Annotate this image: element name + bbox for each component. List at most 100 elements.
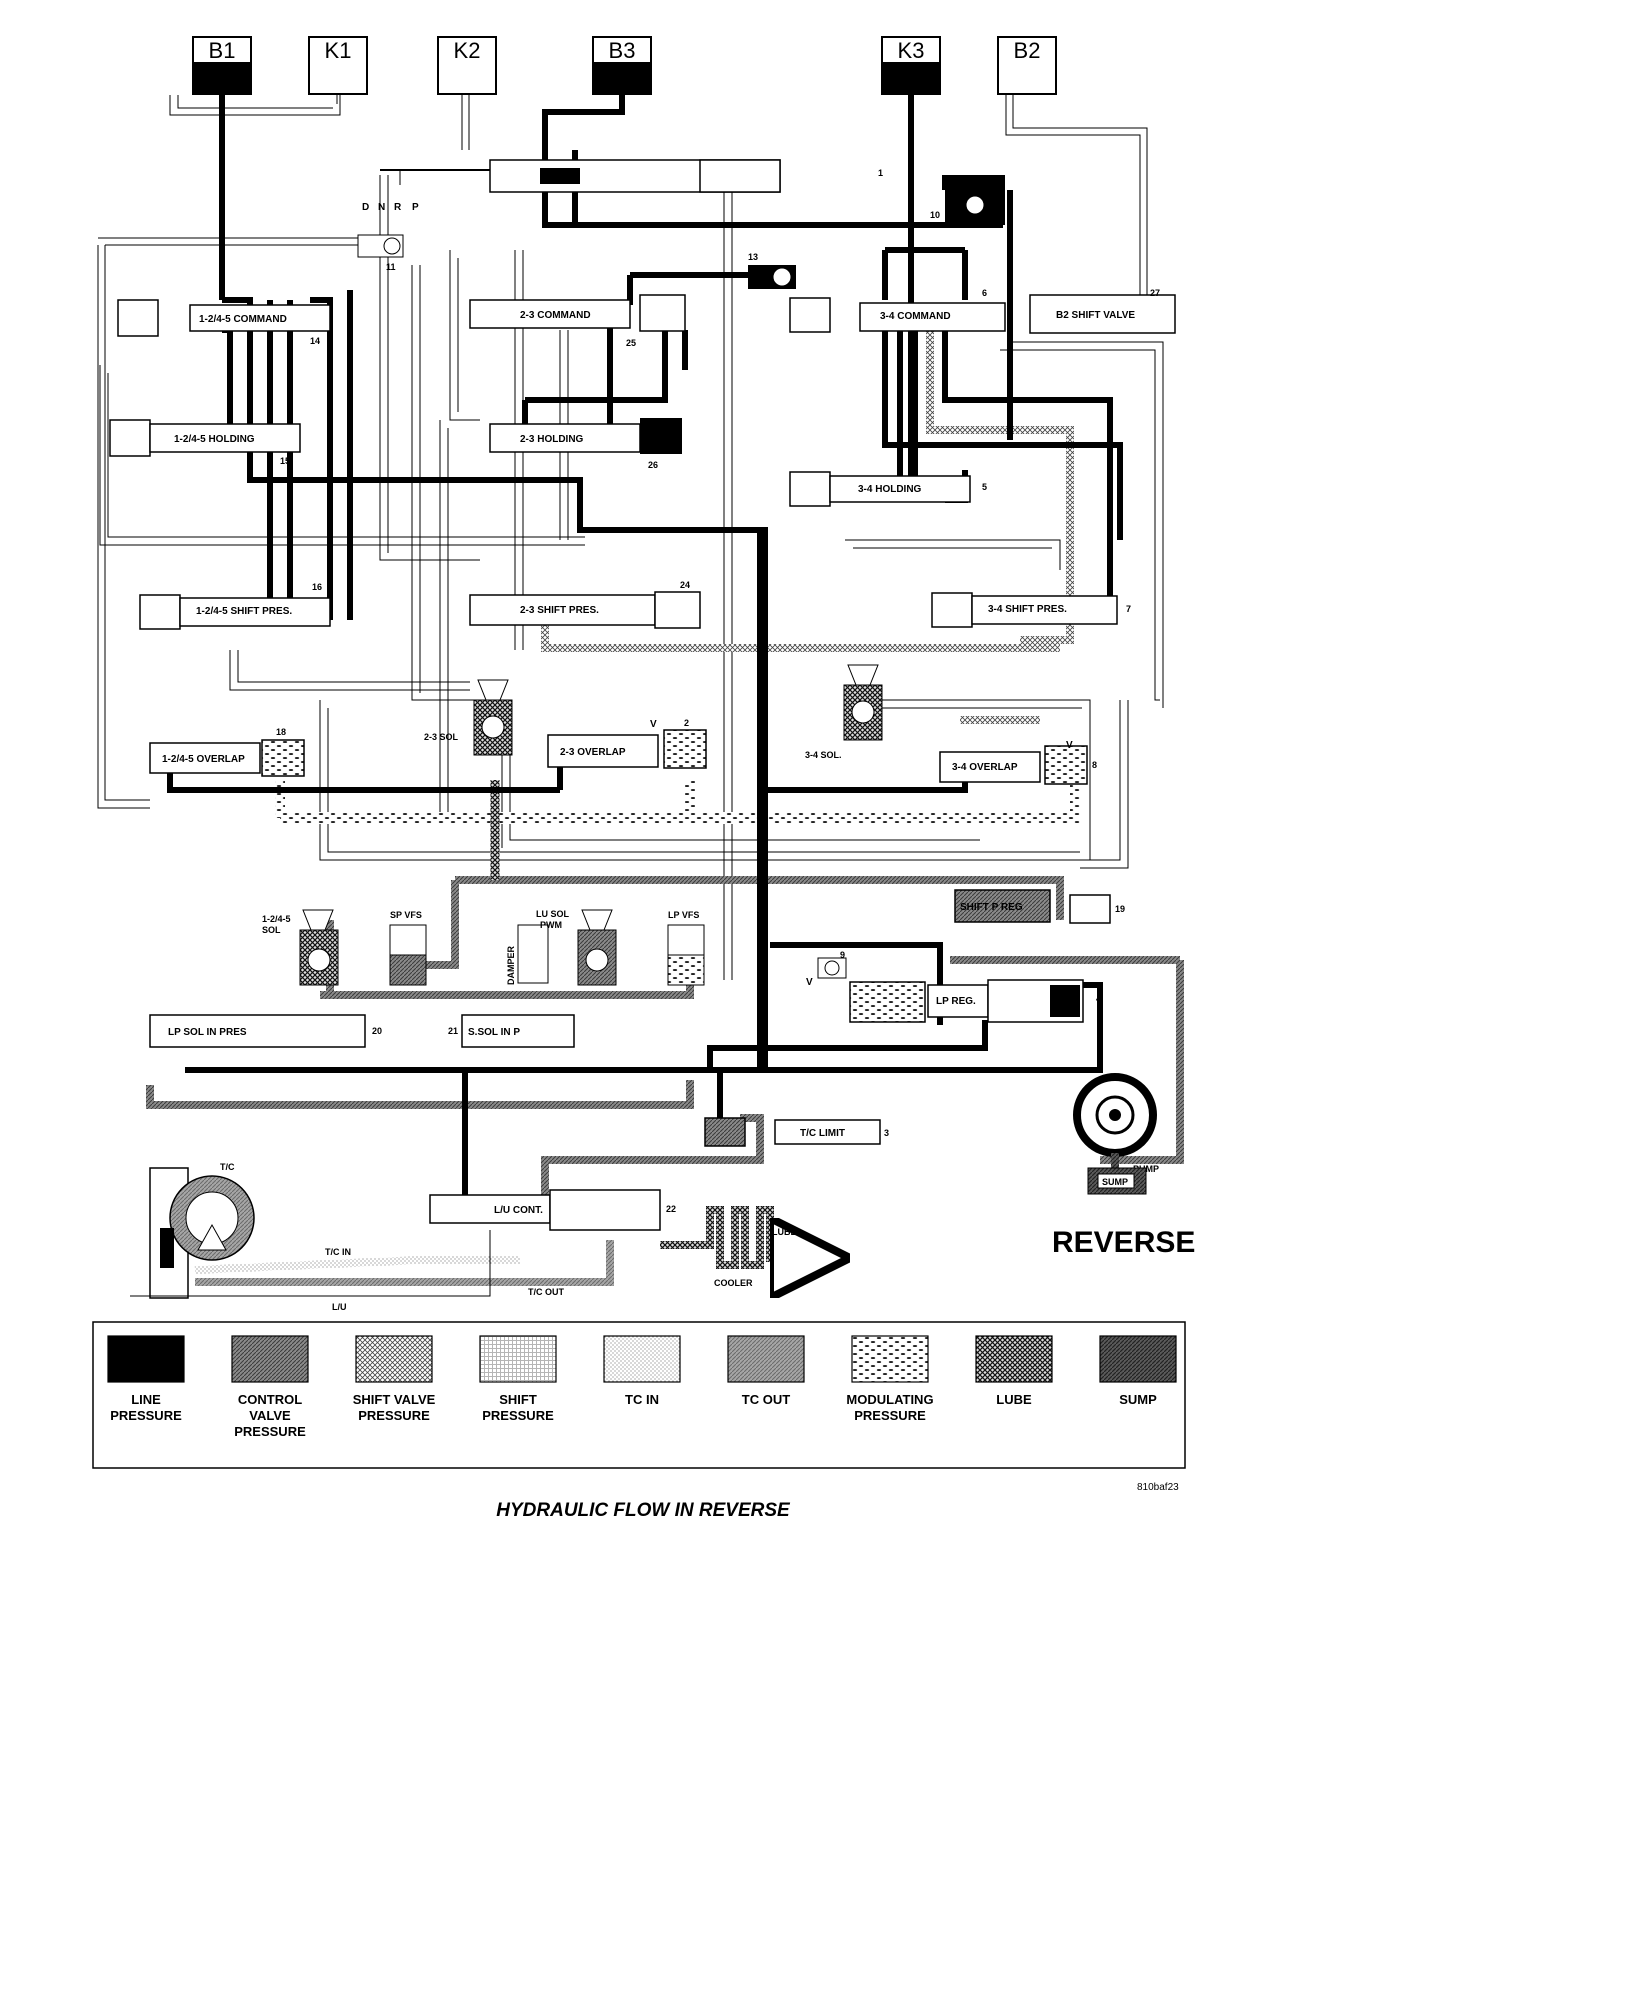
clutch-b1: B1: [192, 36, 252, 95]
valve-34-command-label: 3-4 COMMAND: [880, 311, 951, 322]
diagram-caption: HYDRAULIC FLOW IN REVERSE: [496, 1500, 791, 1521]
legend-label-modulating-pressure: PRESSURE: [854, 1408, 926, 1423]
check-balls: 10 11 13 9: [357, 175, 1005, 979]
solenoid-3-4-label: 3-4 SOL.: [805, 750, 842, 760]
vent-markers: V V V: [650, 719, 1073, 988]
shift-valve-pressure-passages: [541, 330, 1074, 724]
torque-converter: T/C T/C IN T/C OUT L/U: [130, 1162, 614, 1312]
check-ball-11-number: 11: [386, 262, 396, 272]
manual-pos-r: R: [394, 202, 402, 213]
solenoid-lp-vfs-label: LP VFS: [668, 910, 699, 920]
legend-label-control-valve-pressure: PRESSURE: [234, 1424, 306, 1439]
lube-label: LUBE: [772, 1227, 797, 1237]
clutch-b2: B2: [997, 36, 1057, 95]
valve-1245-holding-number: 15: [280, 456, 290, 466]
clutch-k3: K3: [881, 36, 941, 95]
valve-1245-shift-pres-number: 16: [312, 582, 322, 592]
valve-1245-command: 1-2/4-5 COMMAND 14: [117, 299, 331, 346]
valve-1245-command-number: 14: [310, 336, 320, 346]
valve-23-holding-number: 26: [648, 460, 658, 470]
sump: SUMP: [1087, 1153, 1147, 1195]
check-ball-10-number: 10: [930, 210, 940, 220]
lu-label: L/U: [332, 1302, 347, 1312]
check-ball-1-number: 1: [878, 168, 883, 178]
valve-lp-sol-in-pres-label: LP SOL IN PRES: [168, 1027, 247, 1038]
valve-34-overlap: 3-4 OVERLAP 8: [939, 745, 1097, 785]
legend-swatch-control-valve-pressure: [231, 1335, 309, 1383]
figure-id: 810baf23: [1137, 1482, 1179, 1493]
valve-23-overlap-label: 2-3 OVERLAP: [560, 747, 626, 758]
valve-tc-limit: T/C LIMIT 3: [704, 1117, 889, 1147]
manual-pos-n: N: [378, 202, 385, 213]
valve-34-shift-pres: 3-4 SHIFT PRES. 7: [931, 592, 1131, 628]
solenoid-sp-vfs-label: SP VFS: [390, 910, 422, 920]
pump: PUMP: [1073, 1073, 1159, 1174]
valve-23-command-label: 2-3 COMMAND: [520, 310, 591, 321]
valve-lu-cont-number: 22: [666, 1204, 676, 1214]
clutch-b3: B3: [592, 36, 652, 95]
solenoid-sp-vfs: SP VFS: [389, 910, 427, 986]
solenoid-2-3-label: 2-3 SOL: [424, 732, 459, 742]
valve-1245-overlap-number: 18: [276, 727, 286, 737]
legend-swatch-tc-out: [727, 1335, 805, 1383]
legend-label-control-valve-pressure: VALVE: [249, 1408, 291, 1423]
valve-34-shift-pres-number: 7: [1126, 604, 1131, 614]
clutch-b3-label: B3: [609, 38, 636, 63]
valve-34-holding: 3-4 HOLDING 5: [789, 471, 987, 507]
valve-lp-reg-label: LP REG.: [936, 996, 976, 1007]
legend-label-line-pressure: PRESSURE: [110, 1408, 182, 1423]
valve-lp-reg: LP REG. 4: [849, 979, 1101, 1023]
modulating-pressure-passages: [275, 780, 1080, 824]
legend-label-sump: SUMP: [1119, 1392, 1157, 1407]
clutch-group: B1 K1 K2 B3 K3 B2: [192, 36, 1057, 95]
valve-1245-overlap-label: 1-2/4-5 OVERLAP: [162, 754, 245, 765]
clutch-b1-label: B1: [209, 38, 236, 63]
valve-bodies: D N R P 1 1-2/4-5 COMMAND 14 2-3 COMMAND…: [109, 159, 1176, 1231]
solenoid-1245-label-line1: 1-2/4-5: [262, 914, 291, 924]
legend-swatch-lube: [975, 1335, 1053, 1383]
valve-lp-reg-number: 4: [1096, 994, 1101, 1004]
check-ball-13-number: 13: [748, 252, 758, 262]
mode-title: REVERSE: [1052, 1226, 1195, 1259]
valve-23-overlap-number: 2: [684, 718, 689, 728]
clutch-k2: K2: [437, 36, 497, 95]
legend-label-tc-in: TC IN: [625, 1392, 659, 1407]
solenoid-lu-pwm: LU SOL PWM DAMPER: [506, 909, 570, 985]
check-ball-10: 10: [930, 175, 1005, 225]
valve-23-overlap: 2-3 OVERLAP 2: [547, 718, 707, 769]
valve-1245-overlap: 1-2/4-5 OVERLAP 18: [149, 727, 305, 777]
valve-34-command-number: 6: [982, 288, 987, 298]
valve-1245-shift-pres-label: 1-2/4-5 SHIFT PRES.: [196, 606, 292, 617]
legend-swatch-modulating-pressure: [851, 1335, 929, 1383]
manual-pos-d: D: [362, 202, 369, 213]
legend-swatch-shift-valve-pressure: [355, 1335, 433, 1383]
solenoid-lu-label-line1: LU SOL: [536, 909, 570, 919]
valve-23-shift-pres-number: 24: [680, 580, 690, 590]
legend-label-shift-valve-pressure: SHIFT VALVE: [353, 1392, 436, 1407]
valve-lu-cont-label: L/U CONT.: [494, 1205, 543, 1216]
valve-34-overlap-label: 3-4 OVERLAP: [952, 762, 1018, 773]
clutch-k1-label: K1: [325, 38, 352, 63]
manual-valve: D N R P 1: [362, 159, 883, 213]
vent-label-23: V: [650, 719, 657, 730]
legend-swatch-line-pressure: [107, 1335, 185, 1383]
vent-label-34: V: [1066, 740, 1073, 751]
tc-out-label: T/C OUT: [528, 1287, 564, 1297]
hydraulic-diagram: B1 K1 K2 B3 K3 B2: [92, 36, 1195, 1521]
clutch-k3-label: K3: [898, 38, 925, 63]
valve-1245-holding-label: 1-2/4-5 HOLDING: [174, 434, 255, 445]
solenoid-1245: 1-2/4-5 SOL: [262, 909, 339, 986]
legend-label-lube: LUBE: [996, 1392, 1032, 1407]
solenoid-3-4: 3-4 SOL.: [805, 664, 883, 760]
valve-lp-sol-in-pres-number: 20: [372, 1026, 382, 1036]
check-ball-13: 13: [748, 252, 796, 289]
sump-label: SUMP: [1102, 1177, 1128, 1187]
legend-label-line-pressure: LINE: [131, 1392, 161, 1407]
valve-s-sol-in-p-number: 21: [448, 1026, 458, 1036]
valve-s-sol-in-p-label: S.SOL IN P: [468, 1027, 520, 1038]
cooler: COOLER LUBE: [660, 1206, 810, 1288]
valve-34-overlap-number: 8: [1092, 760, 1097, 770]
valve-23-command-number: 25: [626, 338, 636, 348]
valve-34-shift-pres-label: 3-4 SHIFT PRES.: [988, 604, 1067, 615]
